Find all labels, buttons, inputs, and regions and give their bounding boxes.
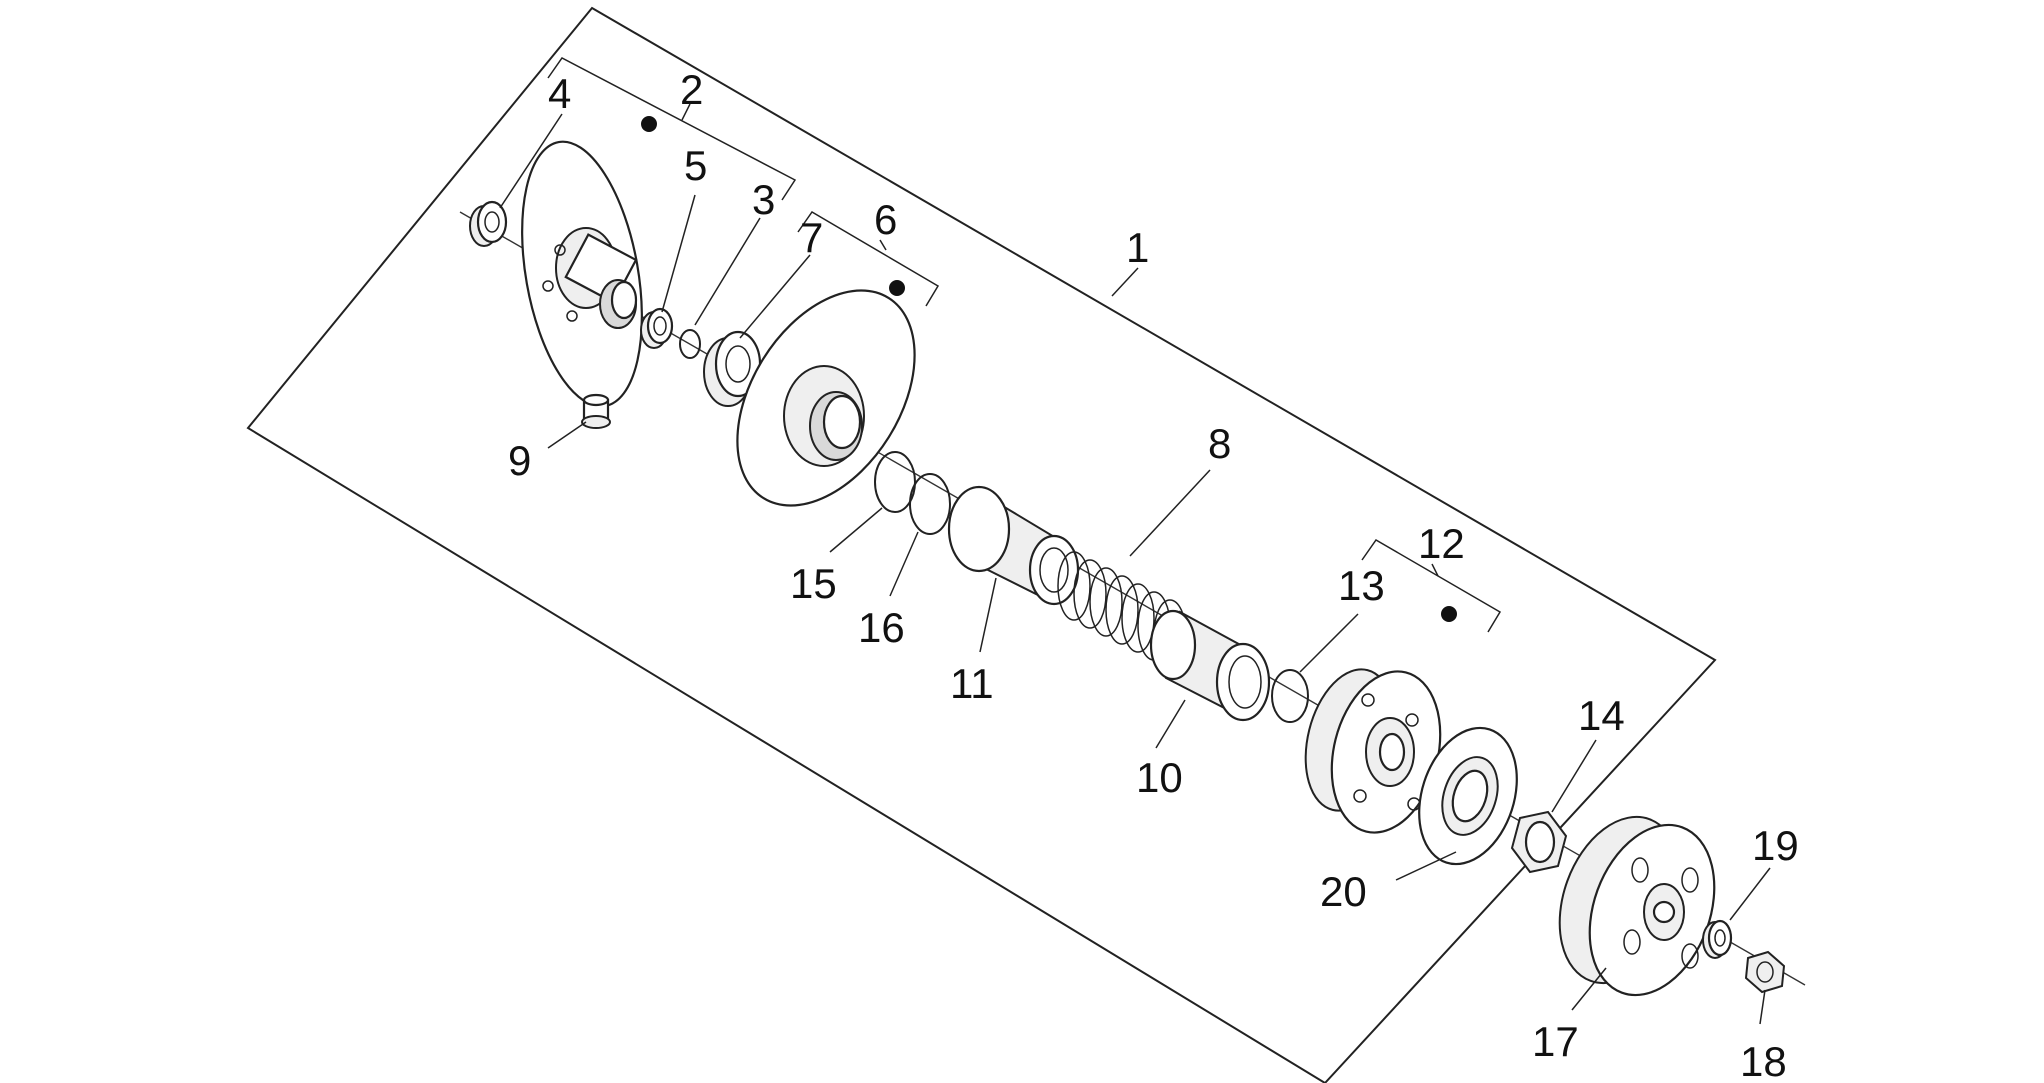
marker-dot-12 [1441, 606, 1457, 622]
leader-3 [694, 217, 761, 326]
callout-1: 1 [1126, 224, 1149, 271]
callout-13: 13 [1338, 562, 1385, 609]
part-14-nut [1510, 810, 1568, 874]
callout-4: 4 [548, 70, 571, 117]
leader-8 [1129, 469, 1211, 557]
part-13-ring [1271, 669, 1309, 723]
callout-17: 17 [1532, 1018, 1579, 1065]
part-20-spring-plate [1418, 726, 1518, 866]
part-15-o-ring [874, 451, 916, 513]
part-2-fixed-pulley [521, 140, 643, 408]
part-3-circlip [679, 329, 701, 359]
part-9-screw [581, 393, 611, 429]
callout-7: 7 [800, 214, 823, 261]
leader-17 [1571, 967, 1607, 1011]
part-7-ball-bearing [703, 330, 762, 407]
leader-12 [1431, 563, 1439, 577]
callout-14: 14 [1578, 692, 1625, 739]
leader-5 [661, 194, 696, 313]
callout-9: 9 [508, 437, 531, 484]
leader-20 [1395, 851, 1457, 881]
part-12-clutch [1304, 668, 1442, 834]
callout-20: 20 [1320, 868, 1367, 915]
marker-dot-2 [641, 116, 657, 132]
callout-19: 19 [1752, 822, 1799, 869]
callout-10: 10 [1136, 754, 1183, 801]
leader-6 [879, 239, 887, 251]
part-18-nut [1744, 950, 1786, 994]
callout-6: 6 [874, 196, 897, 243]
part-4-bearing [469, 200, 508, 247]
callout-16: 16 [858, 604, 905, 651]
leader-18 [1759, 989, 1766, 1025]
leader-10 [1155, 699, 1186, 749]
leader-15 [829, 507, 883, 553]
leader-11 [979, 577, 997, 653]
part-5-needle-bearing [640, 307, 674, 349]
leader-19 [1729, 867, 1771, 921]
part-19-washer [1702, 919, 1733, 959]
leader-9 [547, 421, 587, 449]
callout-3: 3 [752, 176, 775, 223]
leader-2 [681, 103, 691, 121]
part-10-guide [1149, 609, 1271, 722]
callout-12: 12 [1418, 520, 1465, 567]
part-11-sleeve [947, 485, 1080, 606]
assembly-outline [246, 6, 1717, 1083]
callout-11: 11 [950, 660, 994, 707]
marker-dot-6 [889, 280, 905, 296]
part-6-movable-pulley [736, 289, 916, 507]
callout-18: 18 [1740, 1038, 1787, 1083]
callout-8: 8 [1208, 420, 1231, 467]
leader-1 [1111, 267, 1139, 297]
leader-4 [499, 113, 563, 209]
part-17-clutch-bell [1558, 815, 1716, 997]
bracket-subassembly-2 [547, 57, 797, 201]
callout-2: 2 [680, 66, 703, 113]
callout-5: 5 [684, 142, 707, 189]
leader-14 [1551, 739, 1597, 813]
leader-13 [1299, 613, 1359, 673]
callout-15: 15 [790, 560, 837, 607]
leader-16 [889, 531, 919, 597]
part-16-o-ring [909, 473, 951, 535]
bracket-subassembly-6 [797, 211, 940, 307]
leader-7 [739, 254, 811, 339]
